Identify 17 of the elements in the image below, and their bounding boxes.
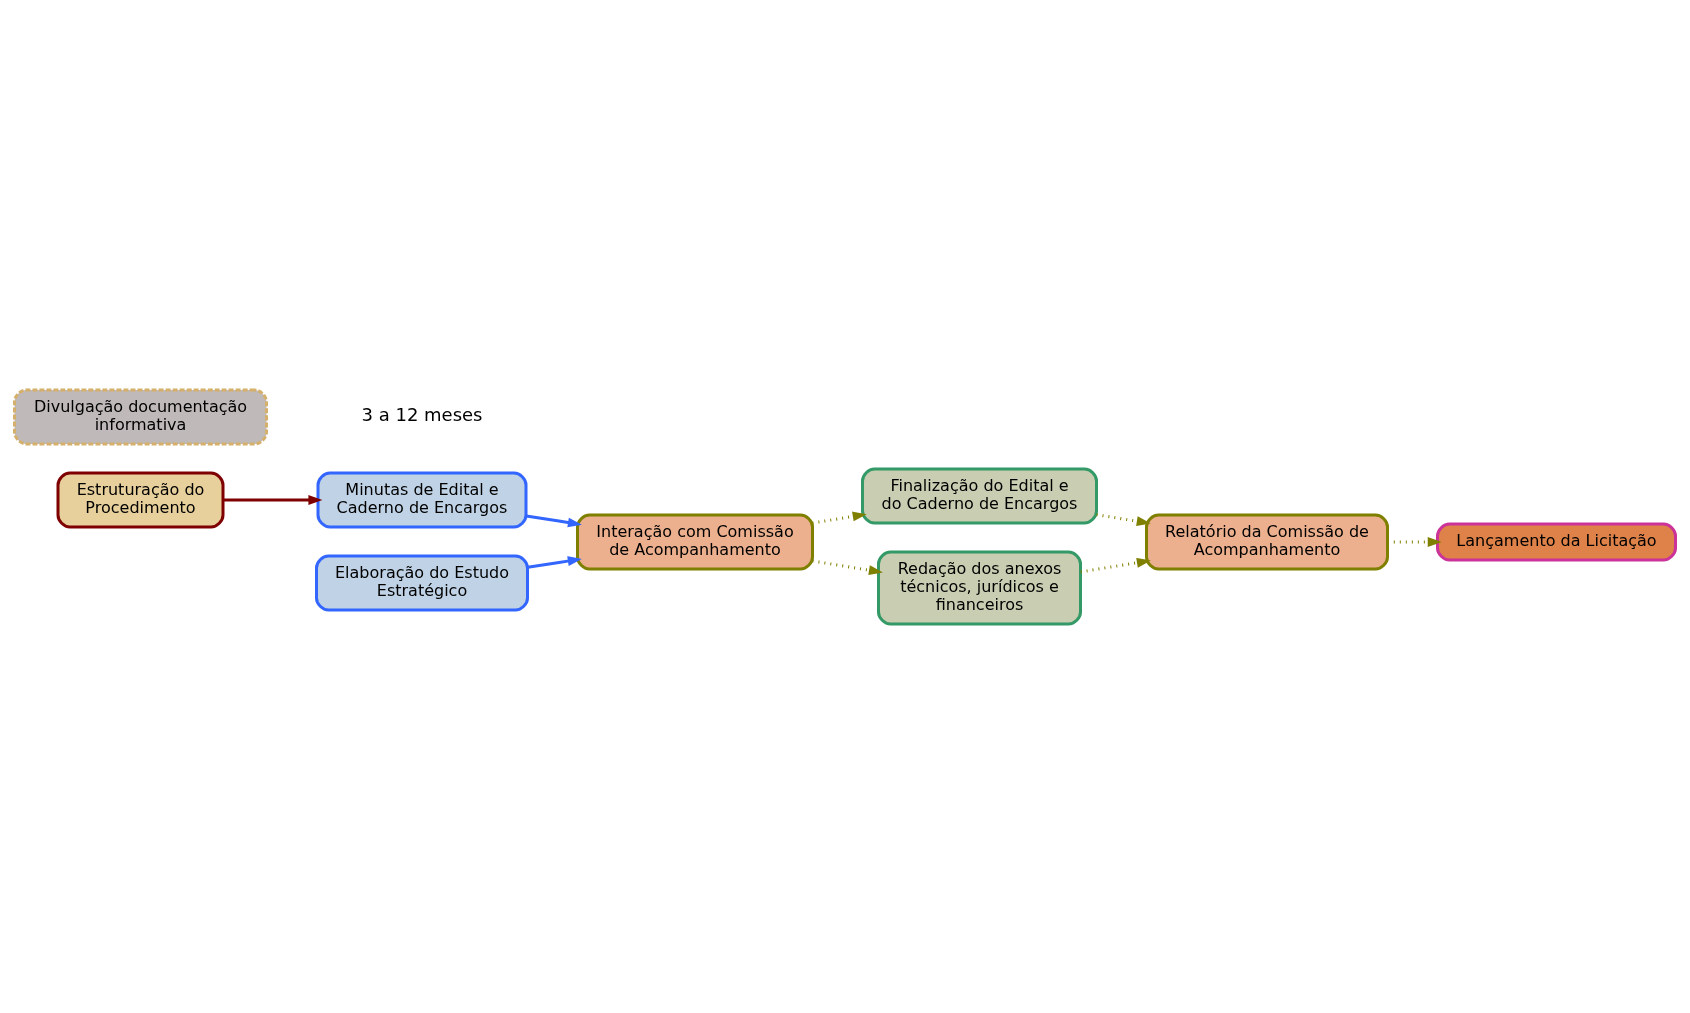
node-box: Redação dos anexos técnicos, jurídicos e financeiros (877, 550, 1082, 625)
arrow (223, 494, 323, 505)
node-box: Estruturação do Procedimento (56, 471, 225, 528)
arrow (1096, 512, 1151, 526)
arrow (1080, 557, 1151, 573)
node-box: Minutas de Edital e Caderno de Encargos (316, 471, 528, 528)
arrow (812, 559, 883, 575)
arrow (812, 511, 867, 524)
node-box: Divulgação documentação informativa (13, 388, 268, 445)
node-box: Relatório da Comissão de Acompanhamento (1145, 513, 1389, 570)
label: 3 a 12 meses (361, 403, 483, 425)
arrow (527, 555, 582, 569)
node-box: Interação com Comissão de Acompanhamento (576, 513, 814, 570)
node-box: Finalização do Edital e do Caderno de Encargos (861, 467, 1098, 524)
arrow (526, 514, 582, 527)
node-box: Lançamento da Licitação (1436, 522, 1677, 561)
node-box: Elaboração do Estudo Estratégico (315, 554, 529, 611)
